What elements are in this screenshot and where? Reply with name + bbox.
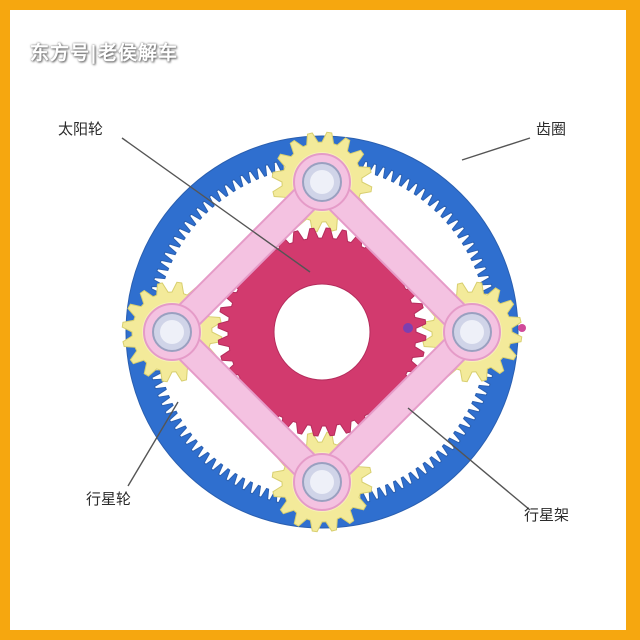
leader-line [461,137,531,161]
leader-lines [121,137,531,511]
carrier-arm [159,169,335,345]
planetary-gear-diagram [121,131,531,533]
label-ring-gear: 齿圈 [536,120,567,138]
leader-line [127,401,179,487]
planet-pin-center [310,470,334,494]
label-planet-gear: 行星轮 [86,490,132,508]
planet-carrier [143,153,526,511]
label-sun-gear: 太阳轮 [58,120,104,138]
watermark-text: 东方号|老侯解车 [30,42,178,64]
leader-line [407,407,531,511]
carrier-arm [309,319,485,495]
carrier-arm [159,319,335,495]
marker-dot [403,323,413,333]
marker-dot [518,324,526,332]
leader-line [121,137,311,273]
planet-pin-center [310,170,334,194]
planet-pin-center [160,320,184,344]
carrier-arm [309,169,485,345]
planet-pin-center [460,320,484,344]
label-carrier: 行星架 [524,506,570,524]
image-frame: 东方号|老侯解车 太阳轮 齿圈 行星轮 行星架 [10,10,626,630]
